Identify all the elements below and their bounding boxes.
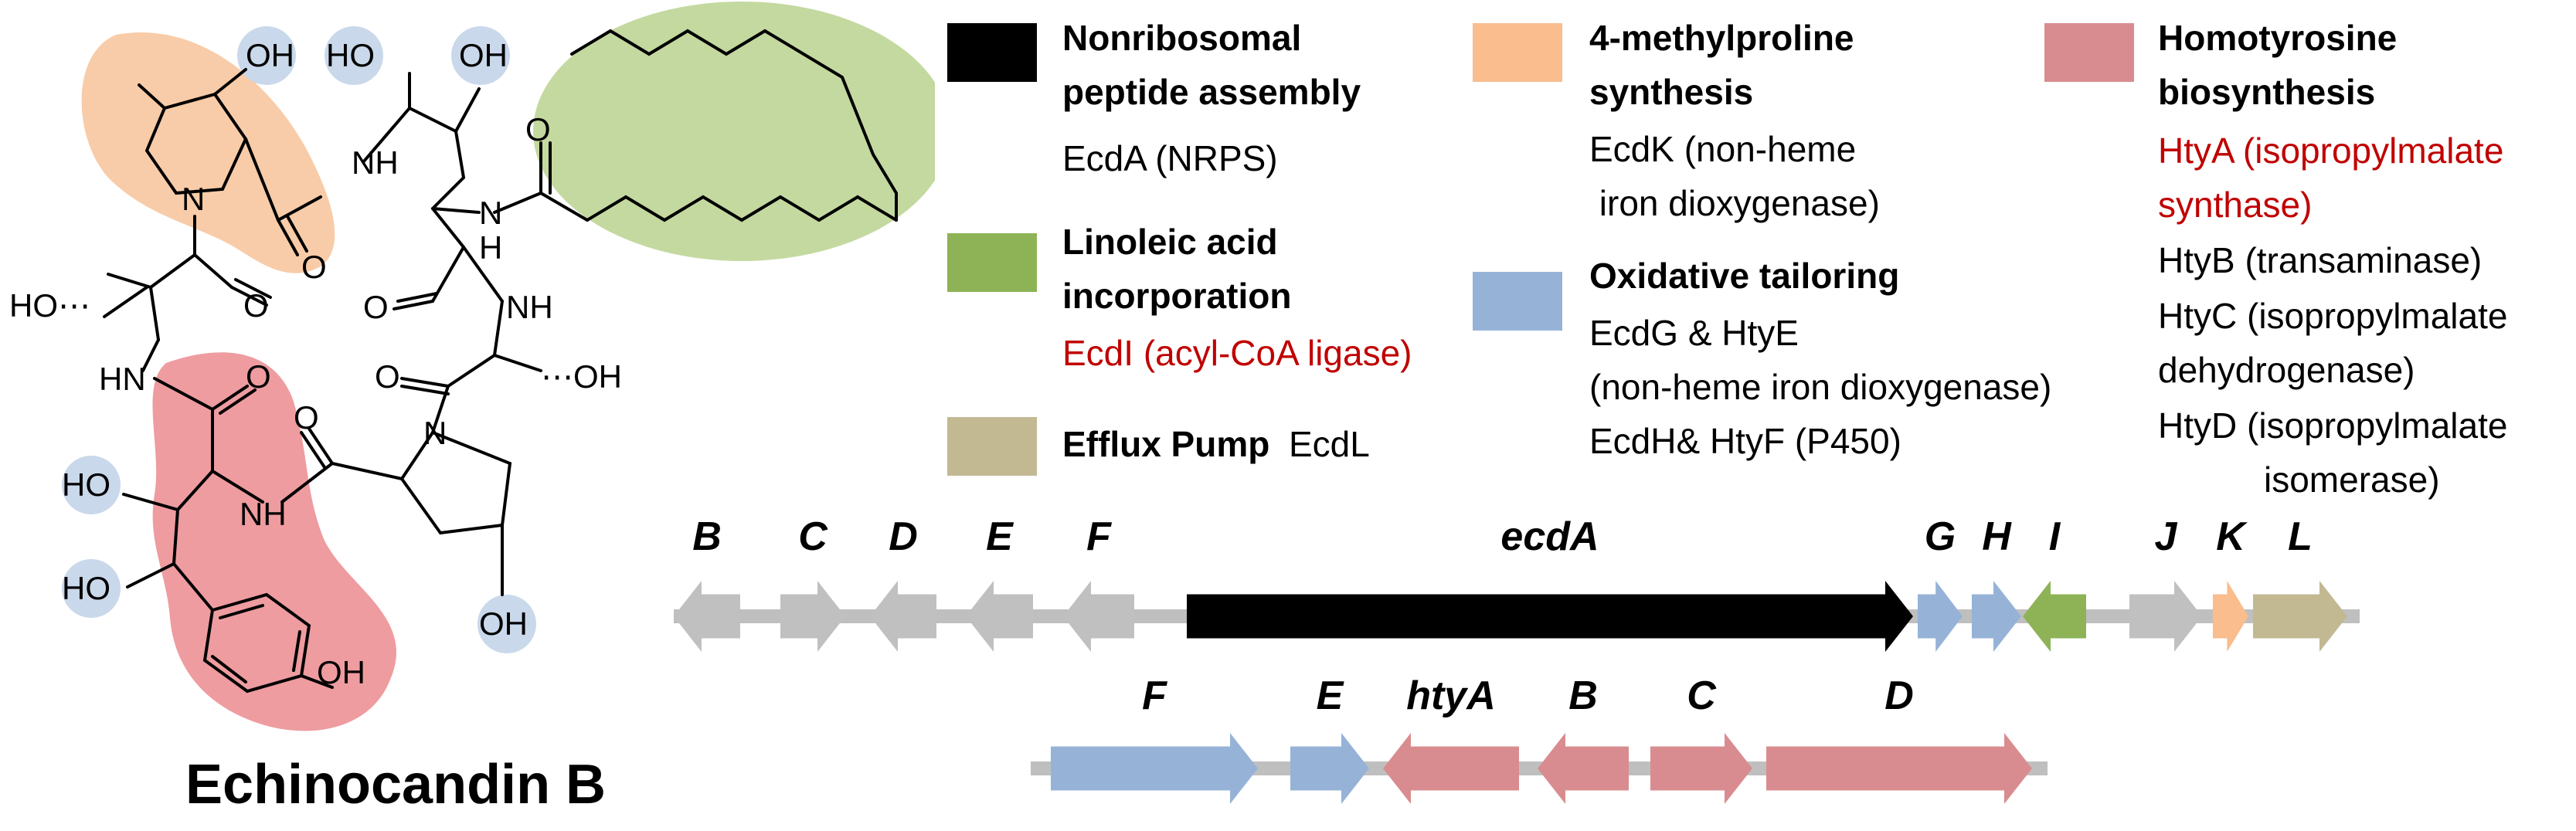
legend-item-oxidative: EcdH& HtyF (P450) bbox=[1589, 421, 1901, 461]
ecd-gene-label-h: H bbox=[1982, 514, 2012, 559]
ecd-gene-arrow-i bbox=[2023, 581, 2086, 652]
compound-name: Echinocandin B bbox=[185, 754, 607, 816]
legend-item-homotyrosine: HtyC (isopropylmalate bbox=[2158, 296, 2508, 336]
ecd-gene-arrow-l bbox=[2253, 581, 2347, 652]
ecd-gene-label-k: K bbox=[2216, 514, 2248, 559]
hty-gene-arrow-b bbox=[1538, 733, 1629, 804]
atom-label-o: O bbox=[375, 358, 400, 395]
legend-item-homotyrosine: isomerase) bbox=[2264, 460, 2440, 500]
structure-bonds bbox=[103, 29, 898, 694]
hty-gene-label-b: B bbox=[1568, 673, 1598, 718]
legend-title-efflux: Efflux Pump bbox=[1062, 424, 1270, 464]
legend-swatch-linoleic bbox=[947, 233, 1037, 292]
hydroxyl-highlight bbox=[451, 26, 510, 85]
ecd-gene-arrow-g bbox=[1918, 581, 1963, 652]
hty-gene-arrow-c bbox=[1650, 733, 1752, 804]
hydroxyl-highlight bbox=[477, 595, 536, 653]
hty-gene-label-f: F bbox=[1142, 673, 1167, 718]
legend-item-homotyrosine: HtyB (transaminase) bbox=[2158, 240, 2483, 280]
hydroxyl-highlight bbox=[62, 559, 121, 618]
atom-label-o: O bbox=[525, 111, 551, 148]
legend-swatch-nrps bbox=[947, 23, 1037, 82]
atom-label-ho: HO bbox=[62, 570, 110, 606]
atom-label-oh: OH bbox=[246, 37, 294, 73]
legend-swatch-methylproline bbox=[1473, 23, 1562, 82]
atom-label-o: O bbox=[301, 249, 327, 285]
atom-label-dot-oh: ⋯OH bbox=[541, 358, 622, 395]
atom-label-n: N bbox=[423, 415, 447, 451]
ecd-gene-label-ecda: ecdA bbox=[1500, 514, 1599, 559]
ecd-gene-arrow-h bbox=[1972, 581, 2021, 652]
legend-swatch-homotyrosine bbox=[2044, 23, 2134, 82]
legend-title-methylproline: 4-methylproline bbox=[1589, 18, 1854, 58]
legend-title-homotyrosine: Homotyrosine bbox=[2158, 18, 2398, 58]
legend-swatch-oxidative bbox=[1473, 272, 1562, 331]
atom-label-hn: HN bbox=[99, 361, 146, 397]
ecd-gene-arrow-ecda bbox=[1187, 581, 1913, 652]
echinocandin-structure: OH HO OH NH N O O N H HO⋯ O O NH HN O O … bbox=[9, 2, 935, 731]
legend-item-homotyrosine: HtyD (isopropylmalate bbox=[2158, 405, 2508, 446]
ecd-gene-label-f: F bbox=[1086, 514, 1112, 559]
legend-title-methylproline: synthesis bbox=[1589, 72, 1754, 112]
legend-title-linoleic: incorporation bbox=[1062, 276, 1292, 316]
atom-label-o: O bbox=[363, 289, 389, 325]
ecd-gene-label-l: L bbox=[2288, 514, 2313, 559]
ecd-gene-arrow-e bbox=[966, 581, 1033, 652]
ecd-gene-label-j: J bbox=[2155, 514, 2178, 559]
ecd-gene-label-g: G bbox=[1925, 514, 1956, 559]
hydroxyl-highlight bbox=[62, 456, 121, 514]
legend-item-oxidative: EcdG & HtyE bbox=[1589, 313, 1799, 353]
legend-item-oxidative: (non-heme iron dioxygenase) bbox=[1589, 367, 2052, 407]
hydroxyl-highlight bbox=[325, 26, 383, 85]
atom-label-oh: OH bbox=[317, 654, 365, 690]
hty-gene-arrow-f bbox=[1051, 733, 1258, 804]
hty-gene-label-e: E bbox=[1317, 673, 1344, 718]
atom-label-o: O bbox=[243, 287, 269, 324]
ecd-gene-label-e: E bbox=[986, 514, 1014, 559]
legend-title-oxidative: Oxidative tailoring bbox=[1589, 256, 1900, 296]
atom-label-oh: OH bbox=[479, 605, 528, 642]
legend-item-homotyrosine: dehydrogenase) bbox=[2158, 350, 2415, 390]
hty-gene-label-d: D bbox=[1884, 673, 1914, 718]
legend-item-linoleic: EcdI (acyl-CoA ligase) bbox=[1062, 333, 1412, 373]
legend-item-methylproline: iron dioxygenase) bbox=[1589, 183, 1880, 223]
ecd-gene-arrow-j bbox=[2129, 581, 2202, 652]
legend-item-nrps: EcdA (NRPS) bbox=[1062, 138, 1278, 178]
legend-item-efflux: EcdL bbox=[1289, 424, 1370, 464]
atom-label-ho: HO bbox=[62, 466, 110, 503]
atom-label-o: O bbox=[294, 399, 319, 436]
legend-swatch-efflux bbox=[947, 417, 1037, 476]
ecd-gene-arrow-k bbox=[2213, 581, 2248, 652]
hty-gene-arrow-e bbox=[1290, 733, 1369, 804]
hty-gene-arrow-d bbox=[1766, 733, 2032, 804]
ecd-gene-label-i: I bbox=[2049, 514, 2061, 559]
hty-gene-label-htya: htyA bbox=[1406, 673, 1496, 718]
hty-gene-label-c: C bbox=[1687, 673, 1717, 718]
legend-item-methylproline: EcdK (non-heme bbox=[1589, 129, 1857, 169]
linoleic-highlight bbox=[533, 2, 935, 261]
atom-label-nh: NH bbox=[506, 289, 553, 325]
atom-label-oh: OH bbox=[459, 37, 508, 73]
legend-item-homotyrosine: synthase) bbox=[2158, 185, 2313, 225]
atom-label-ho-dot: HO⋯ bbox=[9, 287, 90, 324]
atom-label-n: N bbox=[182, 181, 205, 217]
atom-label-o: O bbox=[246, 358, 271, 395]
atom-label-n: N bbox=[479, 195, 502, 231]
legend-title-linoleic: Linoleic acid bbox=[1062, 222, 1278, 262]
structure-atoms: OH HO OH NH N O O N H HO⋯ O O NH HN O O … bbox=[9, 37, 622, 690]
legend-title-nrps: peptide assembly bbox=[1062, 72, 1361, 112]
atom-label-nh: NH bbox=[240, 496, 287, 532]
methylproline-highlight bbox=[81, 32, 335, 273]
legend-item-homotyrosine: HtyA (isopropylmalate bbox=[2158, 131, 2504, 171]
atom-label-nh: NH bbox=[352, 144, 399, 181]
atom-label-h: H bbox=[479, 229, 502, 266]
hty-gene-arrow-htya bbox=[1383, 733, 1519, 804]
ecd-gene-arrow-f bbox=[1063, 581, 1134, 652]
hydroxyl-highlight bbox=[237, 26, 296, 85]
legend-title-homotyrosine: biosynthesis bbox=[2158, 72, 2376, 112]
atom-label-ho: HO bbox=[326, 37, 375, 73]
legend-title-nrps: Nonribosomal bbox=[1062, 18, 1302, 58]
